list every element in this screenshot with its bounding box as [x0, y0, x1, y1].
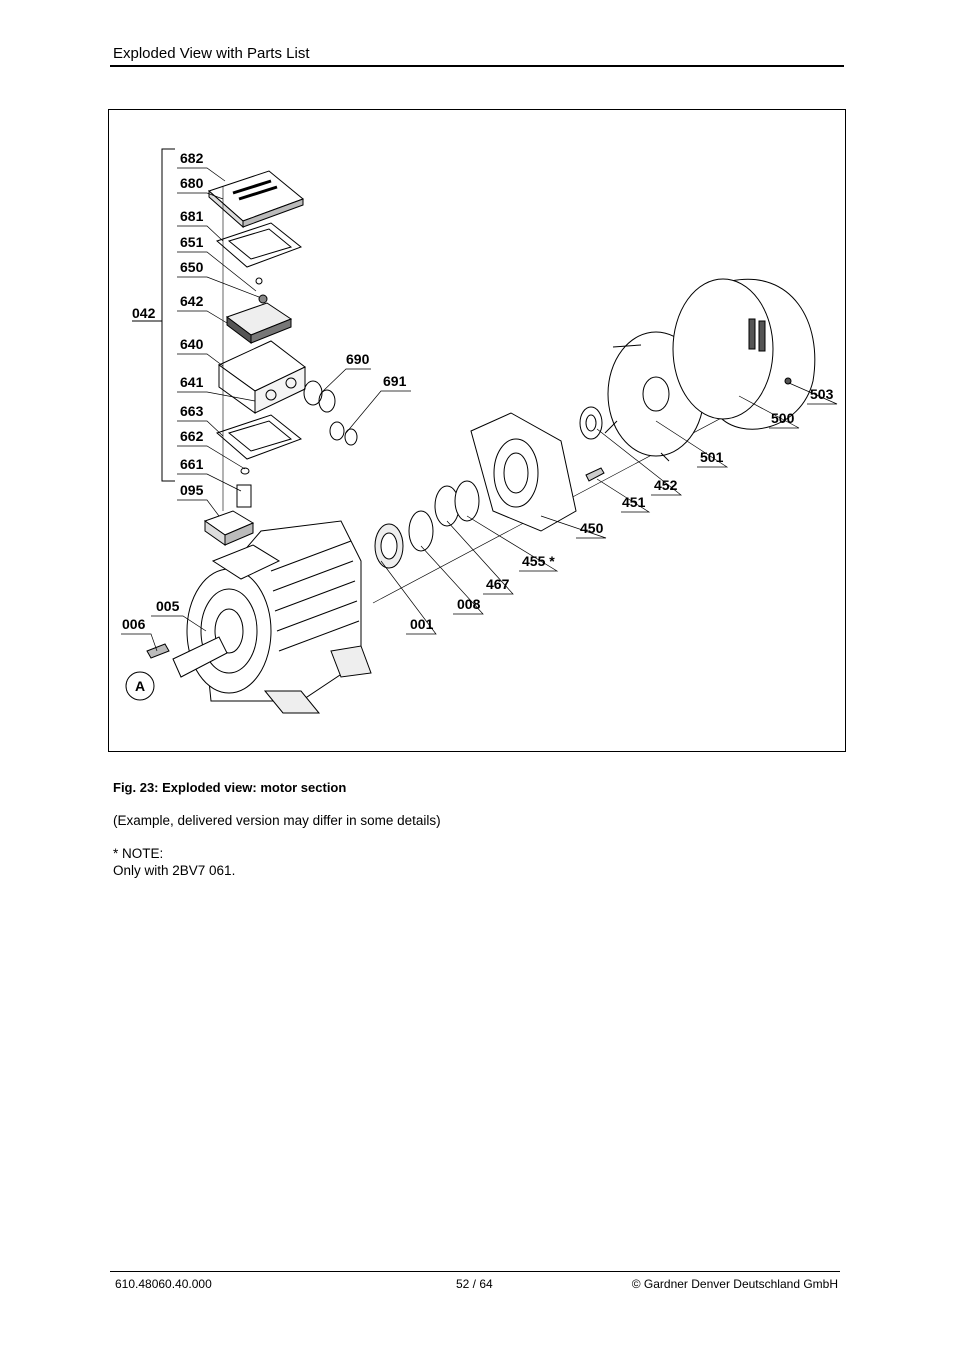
exploded-view-drawing: 042 682 680 681 651 650 642 640 641 663 … — [121, 148, 838, 714]
footer-rule — [110, 1271, 840, 1272]
part-label-503: 503 — [810, 386, 834, 402]
part-label-451: 451 — [622, 494, 646, 510]
header-rule — [110, 65, 844, 67]
part-label-501: 501 — [700, 449, 724, 465]
part-label-500: 500 — [771, 410, 795, 426]
part-label-663: 663 — [180, 403, 204, 419]
part-label-640: 640 — [180, 336, 204, 352]
page-header-title: Exploded View with Parts List — [113, 45, 310, 62]
part-label-661: 661 — [180, 456, 204, 472]
part-label-001: 001 — [410, 616, 434, 632]
part-label-450: 450 — [580, 520, 604, 536]
group-bracket — [161, 148, 175, 482]
group-label: 042 — [132, 305, 156, 321]
part-label-642: 642 — [180, 293, 204, 309]
part-label-682: 682 — [180, 150, 204, 166]
part-label-651: 651 — [180, 234, 204, 250]
part-label-641: 641 — [180, 374, 204, 390]
exploded-view-figure: 042 682 680 681 651 650 642 640 641 663 … — [108, 109, 846, 752]
note-text: Only with 2BV7 061. — [113, 863, 236, 878]
part-label-691: 691 — [383, 373, 407, 389]
part-label-455: 455 * — [522, 553, 555, 569]
part-label-005: 005 — [156, 598, 180, 614]
view-marker-circle — [125, 671, 155, 701]
part-label-467: 467 — [486, 576, 510, 592]
footer-page-number: 52 / 64 — [456, 1277, 493, 1291]
part-label-650: 650 — [180, 259, 204, 275]
part-label-662: 662 — [180, 428, 204, 444]
part-label-681: 681 — [180, 208, 204, 224]
footer-doc-number: 610.48060.40.000 — [115, 1277, 212, 1291]
part-label-006: 006 — [122, 616, 146, 632]
view-marker-label: A — [135, 678, 145, 694]
part-label-095: 095 — [180, 482, 204, 498]
figure-caption: Fig. 23: Exploded view: motor section — [113, 780, 347, 795]
part-label-690: 690 — [346, 351, 370, 367]
part-label-680: 680 — [180, 175, 204, 191]
footer-copyright: © Gardner Denver Deutschland GmbH — [631, 1277, 838, 1291]
part-label-452: 452 — [654, 477, 678, 493]
example-note: (Example, delivered version may differ i… — [113, 813, 441, 828]
note-heading: * NOTE: — [113, 846, 164, 861]
part-label-008: 008 — [457, 596, 481, 612]
